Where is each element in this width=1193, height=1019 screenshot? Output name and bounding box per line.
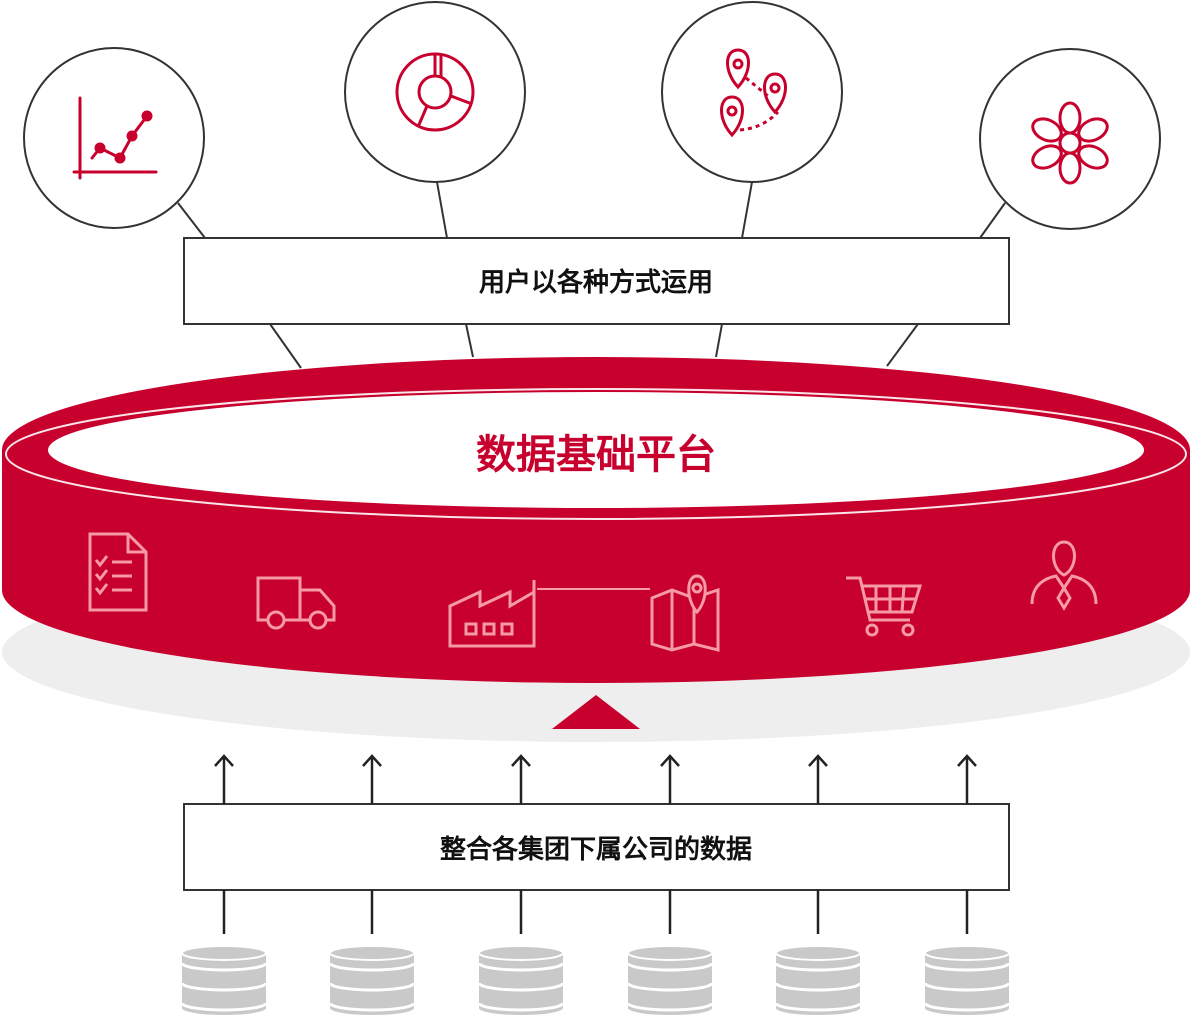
usage-circle-2 <box>344 1 526 183</box>
platform-top-edge <box>5 388 1187 520</box>
source-links <box>214 754 977 934</box>
data-sources <box>180 945 1011 1015</box>
upward-arrow <box>808 754 828 804</box>
database-icon <box>774 945 862 1015</box>
upward-arrow <box>362 754 382 804</box>
shopping-cart-icon <box>846 576 923 637</box>
platform-top-surface <box>48 392 1144 508</box>
line-chart-icon <box>72 96 158 180</box>
usage-circle-3 <box>661 1 843 183</box>
upward-arrow <box>511 754 531 804</box>
map-location-icon <box>650 574 720 652</box>
data-platform: 数据基础平台 <box>2 357 1190 683</box>
usage-circle-4 <box>979 48 1161 230</box>
database-icon <box>626 945 714 1015</box>
usage-circle-1 <box>23 47 205 229</box>
person-icon <box>1030 540 1098 611</box>
usage-box-label: 用户以各种方式运用 <box>479 267 713 298</box>
usage-box: 用户以各种方式运用 <box>183 237 1010 325</box>
database-icon <box>923 945 1011 1015</box>
integration-box-label: 整合各集团下属公司的数据 <box>440 834 752 865</box>
donut-chart-icon <box>395 52 475 132</box>
network-flower-icon <box>1031 101 1109 185</box>
checklist-document-icon <box>88 532 148 612</box>
upward-arrow <box>957 754 977 804</box>
upward-arrow <box>214 754 234 804</box>
platform-title: 数据基础平台 <box>476 432 716 478</box>
upward-arrow <box>660 754 680 804</box>
upward-arrow-triangle <box>552 695 640 729</box>
database-icon <box>477 945 565 1015</box>
integration-box: 整合各集团下属公司的数据 <box>183 803 1010 891</box>
database-icon <box>180 945 268 1015</box>
factory-icon <box>448 580 536 648</box>
usage-connectors <box>177 181 1006 369</box>
database-icon <box>328 945 416 1015</box>
map-pins-icon <box>720 48 787 138</box>
truck-icon <box>256 576 336 630</box>
